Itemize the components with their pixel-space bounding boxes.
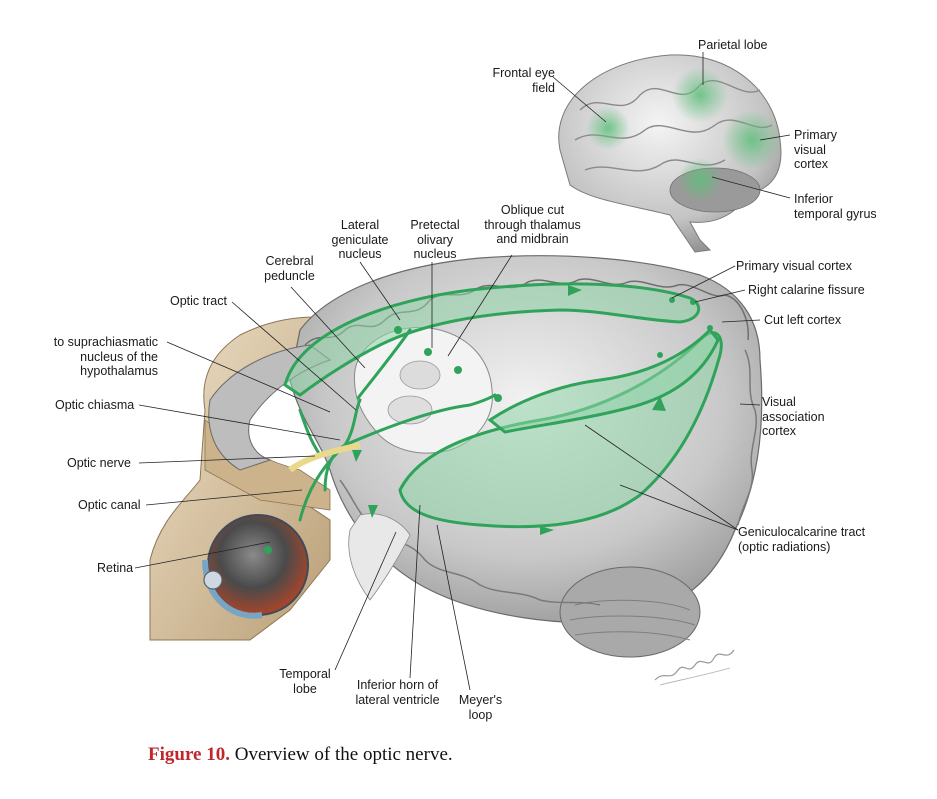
label-primary-visual-cortex-top: Primary visual cortex [794, 128, 838, 171]
label-optic-tract: Optic tract [170, 294, 227, 308]
label-frontal-eye-field: Frontal eye field [492, 66, 555, 95]
label-meyers-loop: Meyer's loop [458, 693, 503, 722]
figure-number: Figure 10. [148, 744, 230, 765]
direction-arrows [352, 285, 666, 535]
label-inferior-horn: Inferior horn of lateral ventricle [355, 678, 440, 707]
label-optic-canal: Optic canal [78, 498, 141, 512]
label-lateral-geniculate-nucleus: Lateral geniculate nucleus [331, 218, 389, 261]
label-oblique-cut: Oblique cut through thalamus and midbrai… [484, 203, 581, 246]
label-parietal-lobe: Parietal lobe [698, 38, 768, 52]
optic-radiations [283, 282, 723, 529]
optic-nerve-shape [288, 442, 361, 473]
label-right-calcarine-fissure: Right calarine fissure [748, 283, 865, 297]
label-pretectal-olivary-nucleus: Pretectal olivary nucleus [410, 218, 460, 261]
label-temporal-lobe: Temporal lobe [279, 667, 331, 696]
label-inferior-temporal-gyrus: Inferior temporal gyrus [794, 192, 877, 221]
label-geniculocalcarine-tract: Geniculocalcarine tract (optic radiation… [738, 525, 866, 554]
figure-caption: Figure 10. Overview of the optic nerve. [148, 744, 453, 766]
label-retina: Retina [97, 561, 134, 575]
label-primary-visual-cortex: Primary visual cortex [736, 259, 852, 273]
eyeball [202, 514, 309, 619]
label-visual-association-cortex: Visual association cortex [762, 395, 825, 438]
label-optic-chiasma: Optic chiasma [55, 398, 135, 412]
optic-pathway-illustration [134, 52, 791, 691]
synapse-markers [264, 297, 713, 554]
label-optic-nerve: Optic nerve [67, 456, 131, 470]
small-brain-lateral-view [558, 54, 782, 253]
leader-lines [134, 52, 791, 691]
label-cut-left-cortex: Cut left cortex [764, 313, 842, 327]
visual-pathway-lines [298, 328, 497, 522]
label-cerebral-peduncle: Cerebral peduncle [264, 254, 315, 283]
label-suprachiasmatic: to suprachiasmatic nucleus of the hypoth… [53, 335, 158, 378]
artist-signature [654, 649, 735, 686]
figure-caption-text: Overview of the optic nerve. [234, 744, 453, 765]
